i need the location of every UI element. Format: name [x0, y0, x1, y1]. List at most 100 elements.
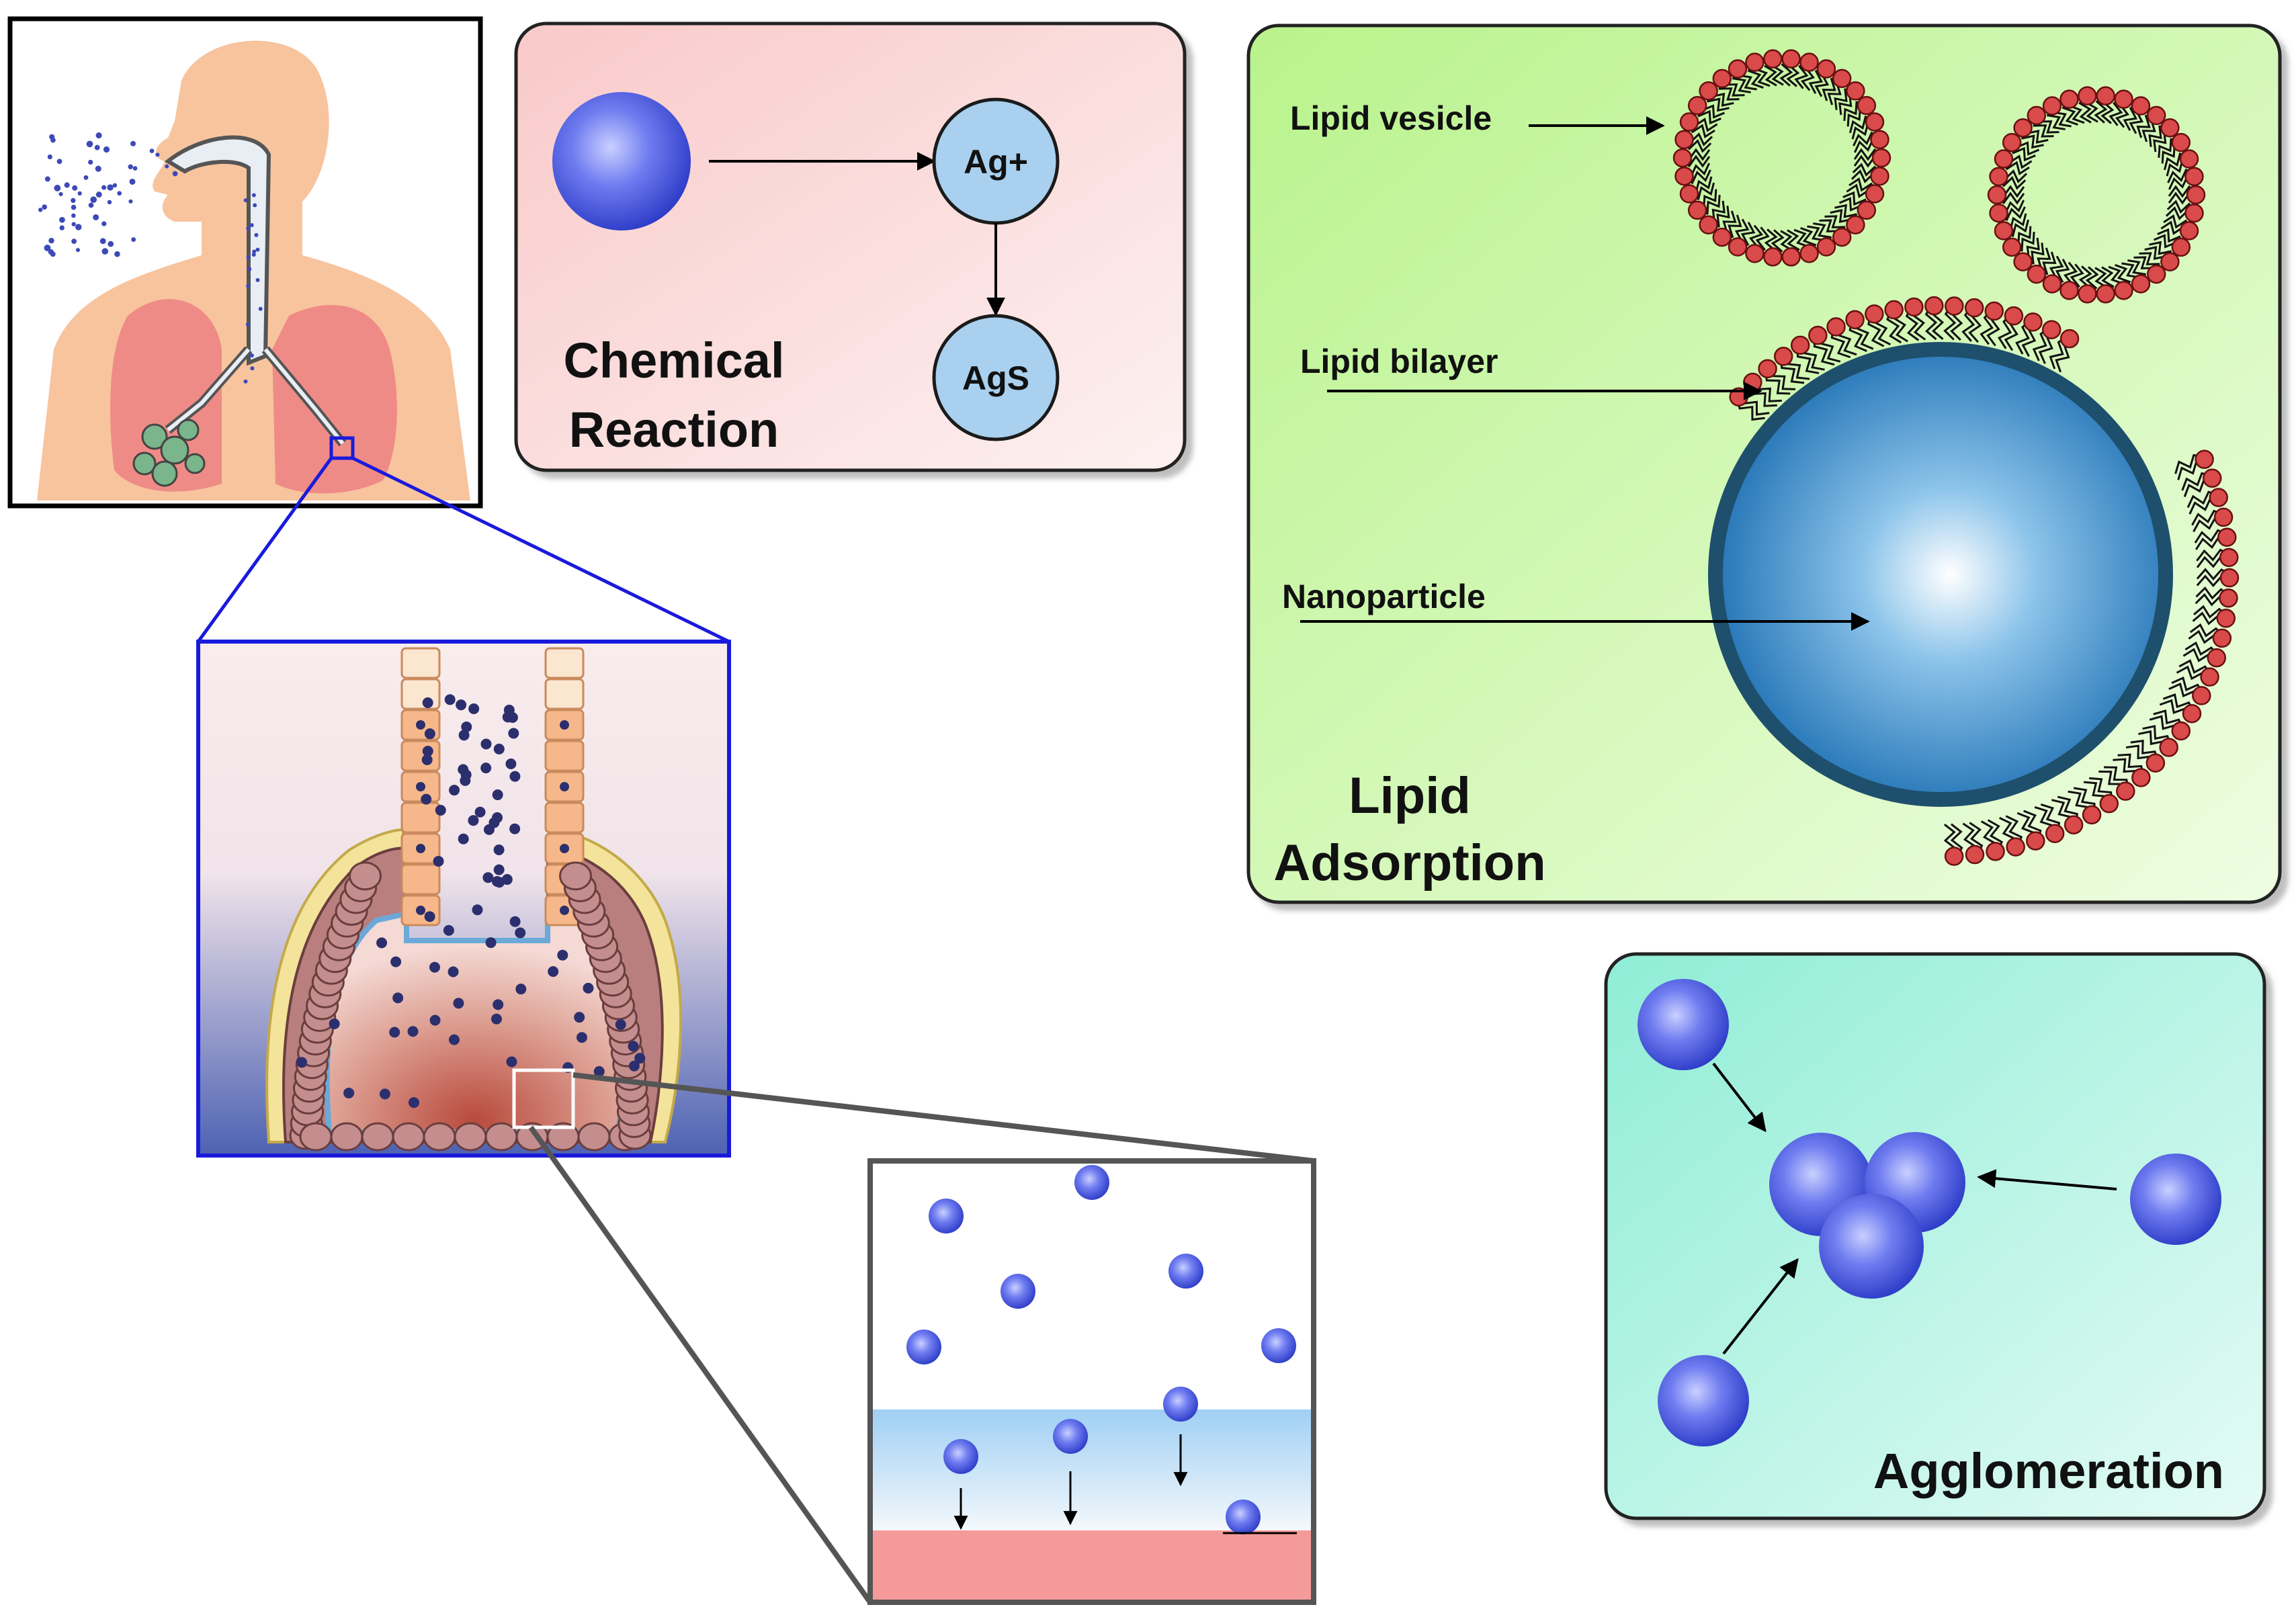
particle — [483, 824, 495, 835]
lipid-head — [2004, 306, 2024, 326]
epithelial-cell — [400, 740, 441, 772]
lipid-head — [1984, 301, 2004, 321]
inhaled-particle — [42, 204, 48, 210]
lipid-head — [1679, 112, 1699, 132]
epithelial-cell — [544, 647, 585, 679]
lipid-head — [2146, 105, 2166, 126]
inhaled-particle — [94, 144, 100, 150]
inhaled-particle — [48, 249, 54, 255]
particle — [429, 1014, 441, 1026]
inhaled-particle — [165, 164, 169, 169]
inhaled-particles — [38, 132, 263, 384]
particle — [456, 699, 467, 711]
inhaled-particle — [72, 185, 78, 191]
lipid-head — [1986, 842, 2005, 861]
particle — [461, 721, 472, 732]
inhaled-particle — [101, 185, 107, 190]
lipid-head — [2082, 805, 2102, 825]
particle — [560, 844, 569, 853]
particle — [509, 771, 521, 782]
free-nanoparticle-top-left — [1638, 979, 1729, 1070]
airway-particle — [247, 267, 252, 271]
inhaled-particle — [149, 148, 155, 153]
lipid-head — [1699, 81, 1718, 101]
inhaled-particle — [93, 214, 99, 220]
particle — [392, 992, 404, 1004]
chemical-reaction-panel: Ag+ AgS Chemical Reaction — [514, 21, 1187, 472]
lipid-adsorption-title-line1: Lipid — [1349, 767, 1471, 824]
particle — [422, 746, 433, 757]
lipid-head — [1871, 148, 1891, 168]
lipid-head — [2096, 86, 2115, 105]
lipid-head — [1781, 49, 1801, 69]
particle — [407, 1026, 419, 1037]
lipid-head — [2114, 281, 2133, 300]
inhaled-particle — [59, 225, 65, 230]
particle — [593, 1066, 605, 1077]
airway-particle — [249, 223, 254, 228]
nanoparticle — [1053, 1419, 1088, 1454]
lipid-head — [2002, 132, 2022, 153]
lipid-head — [1857, 200, 1877, 220]
particle — [424, 911, 435, 922]
lipid-head — [2184, 203, 2204, 223]
lipid-head — [2192, 686, 2211, 705]
lipid-head — [1924, 296, 1944, 316]
inhaled-particle — [83, 175, 89, 180]
lipid-head — [1687, 95, 1707, 116]
lipid-head — [2116, 781, 2135, 801]
alveolar-cell — [484, 1122, 518, 1152]
epithelial-cell — [544, 740, 585, 772]
particle — [422, 697, 433, 708]
lipid-head — [1728, 59, 1748, 79]
zoom-lines-lung-to-alveolus — [196, 456, 730, 644]
alveolar-cell — [330, 1122, 364, 1152]
particle — [480, 738, 492, 750]
lipid-head — [1994, 149, 2014, 169]
alveolar-cell — [454, 1122, 487, 1152]
inhaled-particle — [71, 222, 76, 227]
lipid-head — [1816, 237, 1836, 257]
lipid-head — [2045, 824, 2065, 843]
airway-particle — [255, 277, 260, 282]
lipid-head — [1865, 112, 1885, 132]
particle — [628, 1060, 640, 1072]
particle — [421, 754, 433, 765]
nanoparticle — [1261, 1328, 1296, 1363]
inhaled-particle — [130, 140, 136, 146]
lipid-head — [2219, 568, 2240, 588]
lipid-head — [1857, 95, 1877, 116]
inhaled-particle — [128, 199, 133, 204]
lipid-head — [2213, 507, 2234, 527]
inhaled-particle — [117, 191, 122, 196]
lipid-head — [2078, 86, 2097, 105]
lipid-head — [2209, 488, 2228, 507]
particle — [492, 789, 503, 801]
inhaled-particle — [44, 245, 51, 251]
lipid-head — [2146, 264, 2166, 284]
lipid-head — [1758, 359, 1777, 379]
inhaled-particle — [64, 182, 70, 188]
chemical-reaction-title-line2: Reaction — [569, 402, 779, 458]
particle — [493, 999, 504, 1010]
ag-sulfide-label: AgS — [962, 359, 1029, 397]
lipid-head — [1965, 844, 1985, 865]
lipid-head — [1745, 244, 1764, 263]
particle — [416, 782, 425, 791]
lipid-adsorption-title-line2: Adsorption — [1273, 834, 1545, 892]
inhaled-particle — [49, 238, 54, 243]
particle — [485, 937, 497, 949]
particle — [628, 1041, 639, 1052]
epithelial-cell — [400, 678, 441, 710]
silver-nanoparticle — [552, 92, 691, 230]
inhaled-particle — [49, 134, 55, 140]
lipid-head — [1816, 59, 1836, 79]
particle — [509, 916, 521, 927]
inhaled-particle — [132, 166, 138, 171]
lipid-head — [1699, 215, 1718, 234]
inhaled-particle — [103, 146, 110, 153]
inhaled-particle — [108, 241, 114, 247]
lipid-head — [1964, 298, 1984, 318]
lipid-head — [2013, 252, 2033, 271]
inhaled-particle — [44, 176, 50, 182]
